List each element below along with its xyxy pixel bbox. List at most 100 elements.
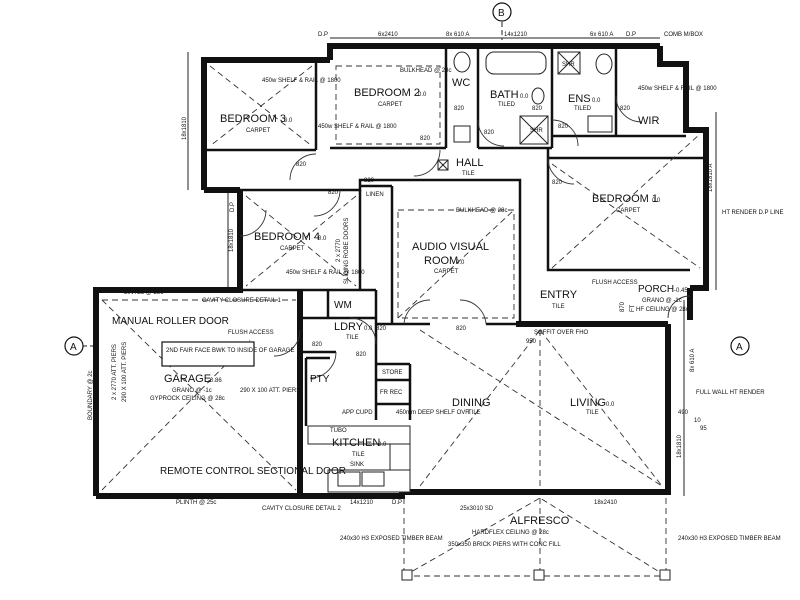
- shelf-wir: 450w SHELF & RAIL @ 1800: [638, 86, 717, 92]
- door-820-n: 820: [376, 326, 387, 332]
- grid-marker-a-left-label: A: [70, 342, 77, 353]
- alfresco-name: ALFRESCO: [510, 515, 570, 527]
- linen-name: LINEN: [366, 192, 384, 198]
- manual-roller: MANUAL ROLLER DOOR: [112, 316, 229, 327]
- ens-code: 0.0: [592, 98, 601, 104]
- dim-top-2: 8x 610 A: [446, 32, 469, 38]
- bedroom3-code: 0.0: [284, 118, 293, 124]
- kitchen-finish: TILE: [352, 452, 365, 458]
- door-820-m: 820: [312, 342, 323, 348]
- hall-finish: TILE: [462, 171, 475, 177]
- dim-bottom-3: 18x2410: [594, 500, 618, 506]
- bedroom4-code: 0.0: [318, 236, 327, 242]
- dim-comb-mbox: COMB M/BOX: [664, 32, 703, 38]
- dim-bottom-1: 14x1210: [350, 500, 374, 506]
- bulkhead-av: BULKHEAD @ 28c: [456, 208, 507, 214]
- alfresco-finish: HARDFLEX CEILING @ 28c: [472, 530, 549, 536]
- dim-top-dp-left: D.P: [318, 32, 328, 38]
- flush-access-garage: FLUSH ACCESS: [228, 330, 274, 336]
- shelf-b4: 450w SHELF & RAIL @ 1800: [286, 270, 365, 276]
- ldry-name: LDRY: [334, 321, 364, 333]
- door-820-e: 820: [532, 106, 543, 112]
- dim-bottom-2: 25x3010 SD: [460, 506, 494, 512]
- bedroom1-name: BEDROOM 1: [592, 193, 658, 205]
- living-name: LIVING: [570, 397, 606, 409]
- linen-dim: 2 x 2770: [336, 238, 342, 262]
- garage-piers-290-right: 290 X 100 ATT. PIERS: [240, 388, 300, 394]
- door-820-g: 820: [620, 106, 631, 112]
- plinth-note: PLINTH @ 25c: [176, 500, 216, 506]
- ens-finish: TILED: [574, 106, 592, 112]
- bedroom3-name: BEDROOM 3: [220, 113, 286, 125]
- bedroom1-finish: CARPET: [616, 208, 641, 214]
- ldry-code: 0.0: [364, 326, 373, 332]
- frrec-name: FR REC: [380, 390, 403, 396]
- wir-name: WIR: [638, 115, 659, 127]
- audio-code: 0.0: [456, 260, 465, 266]
- shr-ens: SHR: [562, 62, 575, 68]
- kitchen-code: 0.0: [378, 442, 387, 448]
- dim-top-1: 6x2410: [378, 32, 398, 38]
- door-820-c: 820: [454, 106, 465, 112]
- audio-name2: ROOM: [424, 255, 458, 267]
- soffit-950: 950: [526, 339, 537, 345]
- dim-right-upper: 18x1810 A: [708, 164, 714, 192]
- wc-name: WC: [452, 77, 470, 89]
- door-820-a: 820: [296, 162, 307, 168]
- bath-name: BATH: [490, 89, 519, 101]
- dining-name: DINING: [452, 397, 491, 409]
- bedroom1-code: 0.0: [652, 198, 661, 204]
- bedroom4-name: BEDROOM 4: [254, 231, 320, 243]
- dim-top-3: 14x1210: [504, 32, 528, 38]
- dim-right-95: 95: [700, 426, 707, 432]
- wm-name: WM: [334, 300, 352, 311]
- bedroom2-name: BEDROOM 2: [354, 87, 420, 99]
- door-820-k: 820: [456, 326, 467, 332]
- dim-dp-left: D.P: [230, 202, 236, 212]
- garage-finish: GRANO @ -1c: [172, 388, 212, 394]
- hall-name: HALL: [456, 157, 484, 169]
- shelf-b3: 450w SHELF & RAIL @ 1800: [262, 78, 341, 84]
- boundary-note: BOUNDARY @ 2c: [88, 370, 94, 420]
- remote-door: REMOTE CONTROL SECTIONAL DOOR: [160, 466, 346, 477]
- cavity-2: CAVITY CLOSURE DETAIL 2: [262, 506, 341, 512]
- timber-left-note: 240x30 H3 EXPOSED TIMBER BEAM: [340, 536, 443, 542]
- door-820-f: 820: [558, 124, 569, 130]
- audio-name: AUDIO VISUAL: [412, 241, 489, 253]
- garage-name: GARAGE: [164, 373, 211, 385]
- bulkhead-b2: BULKHEAD @ 28c: [400, 68, 451, 74]
- living-code: 0.0: [606, 402, 615, 408]
- door-820-b: 820: [420, 136, 431, 142]
- door-870: 870: [620, 301, 626, 312]
- cavity-1: CAVITY CLOSURE DETAIL 1: [202, 298, 281, 304]
- kitchen-name: KITCHEN: [332, 437, 380, 449]
- garage-code: -0.86: [208, 378, 222, 384]
- dim-right-610: 8x 610 A: [690, 349, 696, 372]
- app-cupd: APP CUPD: [342, 410, 373, 416]
- dim-top-4: 6x 610 A: [590, 32, 613, 38]
- grid-marker-b-label: B: [498, 8, 505, 19]
- garage-ceiling: GYPROCK CEILING @ 28c: [150, 396, 225, 402]
- living-finish: TILE: [586, 410, 599, 416]
- porch-ceiling: HF CEILING @ 28c: [636, 307, 689, 313]
- tubo-note: TUBO: [330, 428, 347, 434]
- entry-name: ENTRY: [540, 289, 578, 301]
- grid-marker-b: [492, 2, 512, 22]
- dim-top-dp-right: D.P: [626, 32, 636, 38]
- entry-finish: TILE: [552, 304, 565, 310]
- full-wall-note: FULL WALL HT RENDER: [696, 390, 765, 396]
- bedroom2-code: 0.0: [418, 92, 427, 98]
- porch-code: -0.45: [674, 288, 688, 294]
- grid-marker-a-right-label: A: [736, 342, 743, 353]
- grid-marker-a-right: [730, 336, 750, 356]
- shelf-deep: 450mm DEEP SHELF OVR: [396, 410, 470, 416]
- bath-finish: TILED: [498, 102, 516, 108]
- bath-code: 0.0: [520, 94, 529, 100]
- dim-right-lower: 18x1810: [677, 434, 683, 458]
- ht-window-note: HT RENDER D.P LINE: [722, 210, 783, 216]
- audio-finish: CARPET: [434, 269, 459, 275]
- garage-piers-290-left: 290 X 100 ATT. PIERS: [122, 342, 128, 402]
- shelf-b2: 450w SHELF & RAIL @ 1800: [318, 124, 397, 130]
- dining-finish: TILE: [468, 410, 481, 416]
